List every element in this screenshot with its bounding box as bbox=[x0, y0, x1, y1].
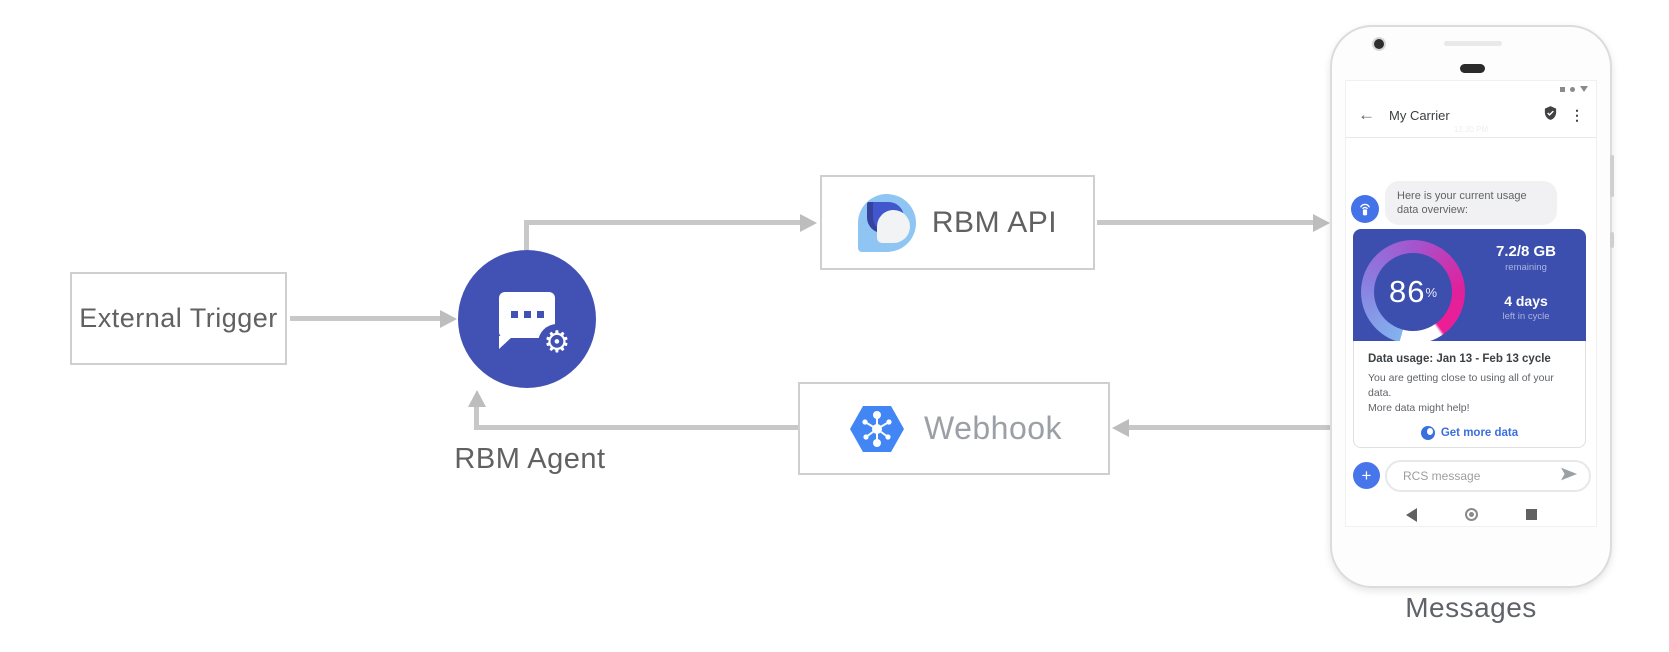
nav-home-icon[interactable] bbox=[1464, 508, 1478, 521]
antenna-broadcast-icon bbox=[1360, 203, 1370, 216]
usage-card-body-line2: More data might help! bbox=[1368, 402, 1470, 414]
data-remaining-label: remaining bbox=[1505, 262, 1547, 273]
usage-card-title: Data usage: Jan 13 - Feb 13 cycle bbox=[1368, 353, 1551, 365]
rbm-agent-label: RBM Agent bbox=[454, 443, 606, 475]
rbm-api-label: RBM API bbox=[931, 205, 1058, 239]
conversation-title: My Carrier bbox=[1389, 107, 1450, 123]
top-speaker-slot bbox=[1444, 41, 1502, 46]
phone-mockup: ← My Carrier ⋮ 12:30 PM Here is your cur… bbox=[1330, 25, 1614, 588]
days-left-value: 4 days bbox=[1504, 293, 1548, 309]
rbm-api-node: RBM API bbox=[820, 175, 1095, 270]
usage-percent: 86 bbox=[1388, 274, 1426, 309]
get-more-data-button[interactable]: Get more data bbox=[1368, 426, 1571, 440]
arrow-webhook-to-agent-horizontal bbox=[477, 425, 798, 430]
rbm-agent-node: ⚙ bbox=[458, 250, 596, 388]
days-left-label: left in cycle bbox=[1502, 311, 1550, 322]
rcs-message-input[interactable] bbox=[1403, 469, 1559, 483]
messages-caption: Messages bbox=[1405, 592, 1537, 623]
usage-card-body-line1: You are getting close to using all of yo… bbox=[1368, 372, 1554, 399]
back-arrow-icon[interactable]: ← bbox=[1358, 105, 1375, 124]
get-more-data-label: Get more data bbox=[1440, 427, 1519, 439]
shield-check-icon bbox=[1543, 105, 1558, 126]
arrow-trigger-to-agent bbox=[290, 316, 442, 321]
agent-avatar bbox=[1351, 195, 1379, 223]
header-divider bbox=[1346, 137, 1596, 138]
phone-screen: ← My Carrier ⋮ 12:30 PM Here is your cur… bbox=[1345, 80, 1597, 527]
agent-message-bubble: Here is your current usage data overview… bbox=[1385, 181, 1557, 225]
arrow-agent-to-api-vertical bbox=[524, 222, 529, 250]
external-trigger-label: External Trigger bbox=[79, 303, 278, 333]
signal-status-icons bbox=[1560, 86, 1588, 92]
gear-icon: ⚙ bbox=[538, 324, 576, 362]
nav-recents-icon[interactable] bbox=[1525, 509, 1537, 520]
android-nav-bar bbox=[1346, 501, 1596, 526]
usage-card-chart: 86% 7.2/8 GB remaining 4 days left in cy… bbox=[1353, 229, 1586, 344]
timestamp: 12:30 PM bbox=[1453, 125, 1489, 134]
conversation-header: ← My Carrier ⋮ bbox=[1346, 95, 1596, 135]
webhook-label: Webhook bbox=[923, 410, 1063, 446]
globe-icon bbox=[1420, 426, 1435, 440]
data-remaining-value: 7.2/8 GB bbox=[1495, 243, 1557, 260]
bubble-dots bbox=[499, 311, 555, 318]
webhook-node: Webhook bbox=[798, 382, 1110, 475]
arrow-api-to-phone bbox=[1097, 220, 1315, 225]
arrowhead-webhook-to-agent bbox=[468, 390, 486, 407]
arrowhead-trigger-to-agent bbox=[440, 310, 457, 328]
arrowhead-phone-to-webhook bbox=[1112, 419, 1129, 437]
front-camera bbox=[1374, 39, 1384, 49]
arrowhead-agent-to-api bbox=[800, 214, 817, 232]
usage-gauge: 86% bbox=[1361, 240, 1465, 344]
chat-bubble-tail bbox=[499, 336, 513, 349]
arrow-webhook-to-agent-vertical bbox=[474, 406, 479, 430]
rbm-teardrop-logo-icon bbox=[857, 193, 916, 252]
volume-button bbox=[1610, 155, 1614, 197]
power-button bbox=[1610, 232, 1614, 248]
arrow-agent-to-api-horizontal bbox=[524, 220, 802, 225]
earpiece-speaker bbox=[1460, 64, 1485, 73]
usage-card-details: Data usage: Jan 13 - Feb 13 cycle You ar… bbox=[1353, 341, 1586, 448]
arrow-phone-to-webhook bbox=[1128, 425, 1334, 430]
compose-bar bbox=[1385, 460, 1591, 492]
chat-bubble-icon bbox=[499, 292, 555, 338]
cloud-pubsub-hexagon-icon bbox=[846, 402, 908, 456]
external-trigger-node: External Trigger bbox=[70, 272, 287, 365]
attach-plus-button[interactable]: + bbox=[1353, 462, 1380, 489]
overflow-menu-icon[interactable]: ⋮ bbox=[1570, 106, 1584, 123]
arrowhead-api-to-phone bbox=[1313, 214, 1330, 232]
send-arrow-icon[interactable] bbox=[1559, 466, 1579, 487]
nav-back-icon[interactable] bbox=[1405, 507, 1417, 522]
